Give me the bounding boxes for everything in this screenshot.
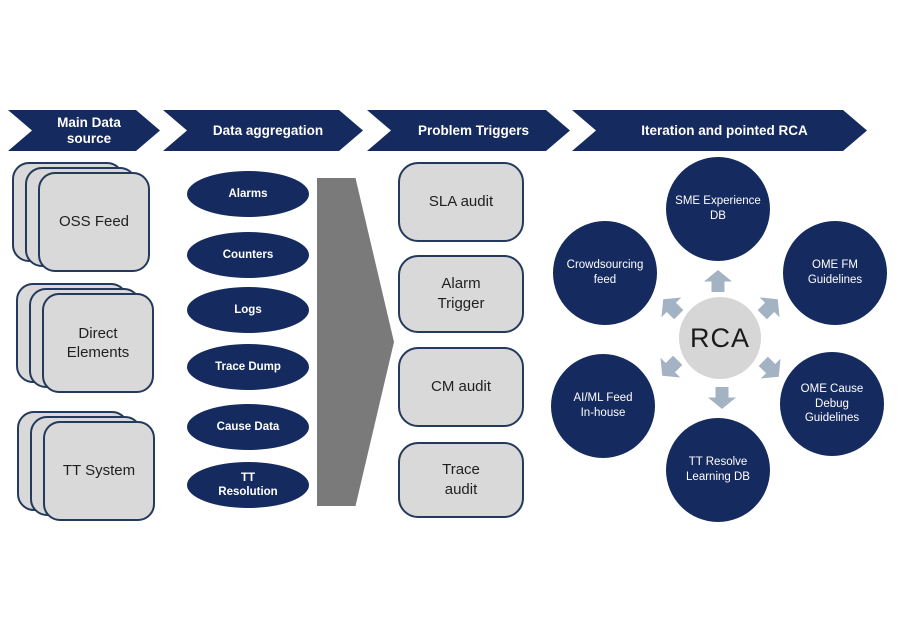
arrow-up-icon (704, 270, 732, 292)
arrow-lower-left-icon (652, 350, 687, 385)
source-card: Direct Elements (42, 293, 154, 393)
satellite-label: OME FM Guidelines (807, 259, 863, 286)
source-label: TT System (62, 462, 136, 480)
satellite-label: OME Cause Debug Guidelines (800, 382, 864, 425)
rca-satellite-crowdsourcing-feed: Crowdsourcing feed (553, 221, 657, 325)
source-stack-direct-elements: Direct Elements (16, 283, 156, 395)
rca-satellite-tt-resolve-learning-db: TT Resolve Learning DB (666, 418, 770, 522)
funnel-arrow-icon (317, 178, 394, 506)
aggregation-ellipse-alarms: Alarms (187, 171, 309, 217)
source-card: TT System (43, 421, 155, 521)
stage-header-main-data-source: Main Data source (8, 110, 160, 151)
stage-header-label: Main Data source (57, 114, 121, 146)
trigger-label: Alarm Trigger (437, 274, 485, 312)
satellite-label: AI/ML Feed In-house (573, 392, 633, 419)
source-label: OSS Feed (58, 213, 130, 231)
arrow-lower-right-icon (753, 351, 788, 386)
satellite-label: TT Resolve Learning DB (686, 456, 750, 483)
rca-satellite-ome-fm-guidelines: OME FM Guidelines (783, 221, 887, 325)
satellite-label: SME Experience DB (675, 195, 761, 222)
arrow-upper-left-icon (653, 289, 688, 324)
aggregation-ellipse-counters: Counters (187, 232, 309, 278)
rca-satellite-aiml-feed-in-house: AI/ML Feed In-house (551, 354, 655, 458)
arrow-upper-right-icon (752, 289, 787, 324)
trigger-box-trace-audit: Trace audit (398, 442, 524, 518)
stage-header-label: Data aggregation (212, 122, 324, 138)
trigger-label: Trace audit (442, 460, 480, 498)
source-stack-tt-system: TT System (17, 411, 157, 523)
rca-hub-circle: RCA (679, 297, 761, 379)
trigger-box-alarm-trigger: Alarm Trigger (398, 255, 524, 333)
stage-header-label: Problem Triggers (417, 122, 530, 138)
source-card: OSS Feed (38, 172, 150, 272)
stage-header-data-aggregation: Data aggregation (163, 110, 363, 151)
aggregation-ellipse-cause-data: Cause Data (187, 404, 309, 450)
source-stack-oss-feed: OSS Feed (12, 162, 152, 274)
trigger-label: SLA audit (428, 192, 494, 210)
aggregation-ellipse-tt-resolution: TT Resolution (187, 462, 309, 508)
aggregation-label: Cause Data (216, 420, 280, 433)
trigger-box-sla-audit: SLA audit (398, 162, 524, 242)
aggregation-label: Counters (222, 248, 274, 261)
aggregation-ellipse-trace-dump: Trace Dump (187, 344, 309, 390)
rca-hub-label: RCA (689, 322, 750, 353)
trigger-box-cm-audit: CM audit (398, 347, 524, 427)
stage-header-label: Iteration and pointed RCA (641, 122, 808, 138)
rca-satellite-ome-cause-debug-guidelines: OME Cause Debug Guidelines (780, 352, 884, 456)
arrow-down-icon (708, 387, 736, 409)
rca-satellite-sme-experience-db: SME Experience DB (666, 157, 770, 261)
aggregation-label: Trace Dump (215, 360, 281, 373)
aggregation-label: TT Resolution (218, 471, 278, 498)
aggregation-label: Alarms (228, 187, 268, 200)
source-label: Direct Elements (66, 324, 130, 362)
aggregation-label: Logs (234, 303, 262, 316)
satellite-label: Crowdsourcing feed (566, 259, 644, 286)
trigger-label: CM audit (430, 377, 492, 395)
stage-header-iteration-pointed-rca: Iteration and pointed RCA (572, 110, 867, 151)
stage-header-problem-triggers: Problem Triggers (367, 110, 570, 151)
aggregation-ellipse-logs: Logs (187, 287, 309, 333)
